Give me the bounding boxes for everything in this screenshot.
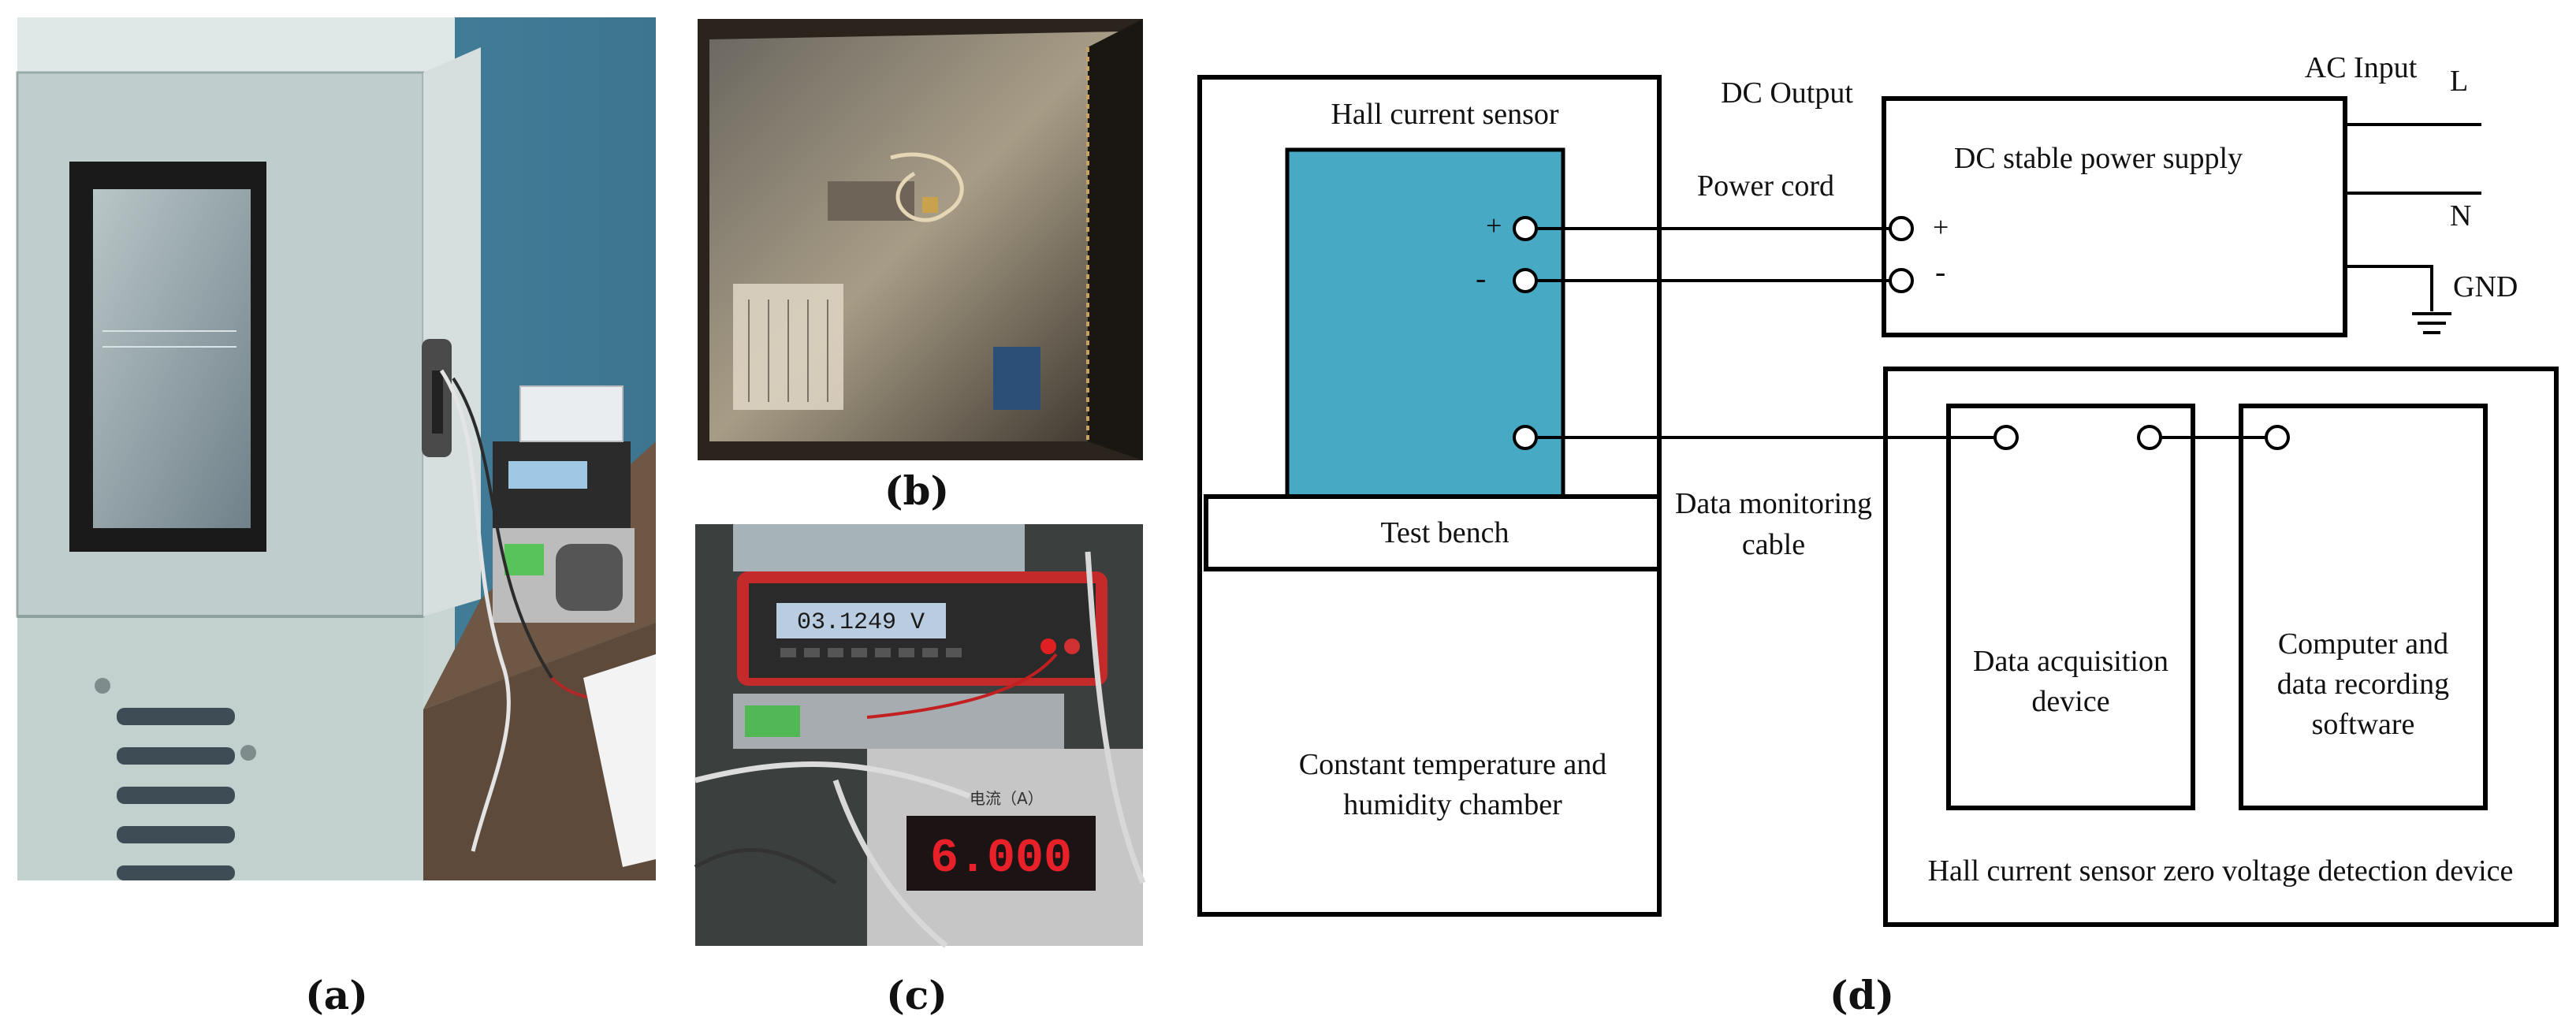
data-cable-label-line1: Data monitoring — [1675, 487, 1872, 520]
sensor-title: Hall current sensor — [1331, 98, 1558, 131]
power-cord-label: Power cord — [1697, 169, 1834, 203]
psu-title: DC stable power supply — [1954, 142, 2243, 175]
ac-l-label: L — [2450, 65, 2468, 98]
pc-label-line1: Computer and — [2278, 627, 2448, 661]
psu-plus-terminal — [1889, 216, 1914, 241]
current-display-value: 6.000 — [930, 832, 1072, 886]
pc-label-line2: data recording — [2277, 668, 2449, 701]
meter-reading: 03.1249 V — [797, 609, 925, 636]
data-cable-label-line2: cable — [1742, 528, 1805, 561]
daq-label-line1: Data acquisition — [1973, 645, 2168, 678]
panel-label-a: (a) — [305, 972, 368, 1018]
sensor-plus-terminal — [1513, 216, 1538, 241]
daq-input-terminal — [1993, 425, 2019, 450]
daq-label-line2: device — [2031, 685, 2109, 718]
chamber-label-line1: Constant temperature and — [1299, 748, 1606, 781]
psu-minus-sign: - — [1935, 254, 1945, 289]
gnd-wire — [2345, 265, 2433, 311]
pc-box — [2239, 404, 2488, 810]
sensor-minus-sign: - — [1476, 260, 1486, 296]
schematic-diagram: Hall current sensor + - Test bench Const… — [1197, 51, 2559, 927]
daq-box — [1946, 404, 2195, 810]
photo-a-chamber — [16, 17, 656, 880]
panel-label-c: (c) — [886, 972, 947, 1018]
detection-device-label: Hall current sensor zero voltage detecti… — [1928, 854, 2514, 888]
chamber-label-line2: humidity chamber — [1343, 788, 1562, 821]
dc-power-supply-box — [1882, 96, 2347, 337]
current-display-label: 电流（A） — [970, 789, 1044, 808]
photo-c-instruments: 03.1249 V 电流（A） 6.000 — [694, 524, 1146, 948]
photo-b-chamber-interior — [698, 19, 1143, 460]
sensor-plus-sign: + — [1486, 210, 1502, 241]
test-bench-box — [1204, 494, 1662, 571]
daq-output-terminal — [2137, 425, 2162, 450]
dc-output-label: DC Output — [1721, 76, 1853, 110]
psu-minus-terminal — [1889, 268, 1914, 293]
pc-label-line3: software — [2312, 708, 2415, 741]
ac-input-label: AC Input — [2305, 51, 2418, 84]
test-bench-label: Test bench — [1380, 516, 1509, 549]
panel-label-b: (b) — [884, 467, 949, 514]
panel-label-d: (d) — [1830, 972, 1894, 1018]
sensor-minus-terminal — [1513, 268, 1538, 293]
gnd-label: GND — [2453, 270, 2518, 303]
ac-n-label: N — [2450, 199, 2471, 233]
hall-sensor-block — [1285, 147, 1565, 499]
sensor-data-terminal — [1513, 425, 1538, 450]
pc-input-terminal — [2265, 425, 2290, 450]
psu-plus-sign: + — [1933, 211, 1949, 243]
